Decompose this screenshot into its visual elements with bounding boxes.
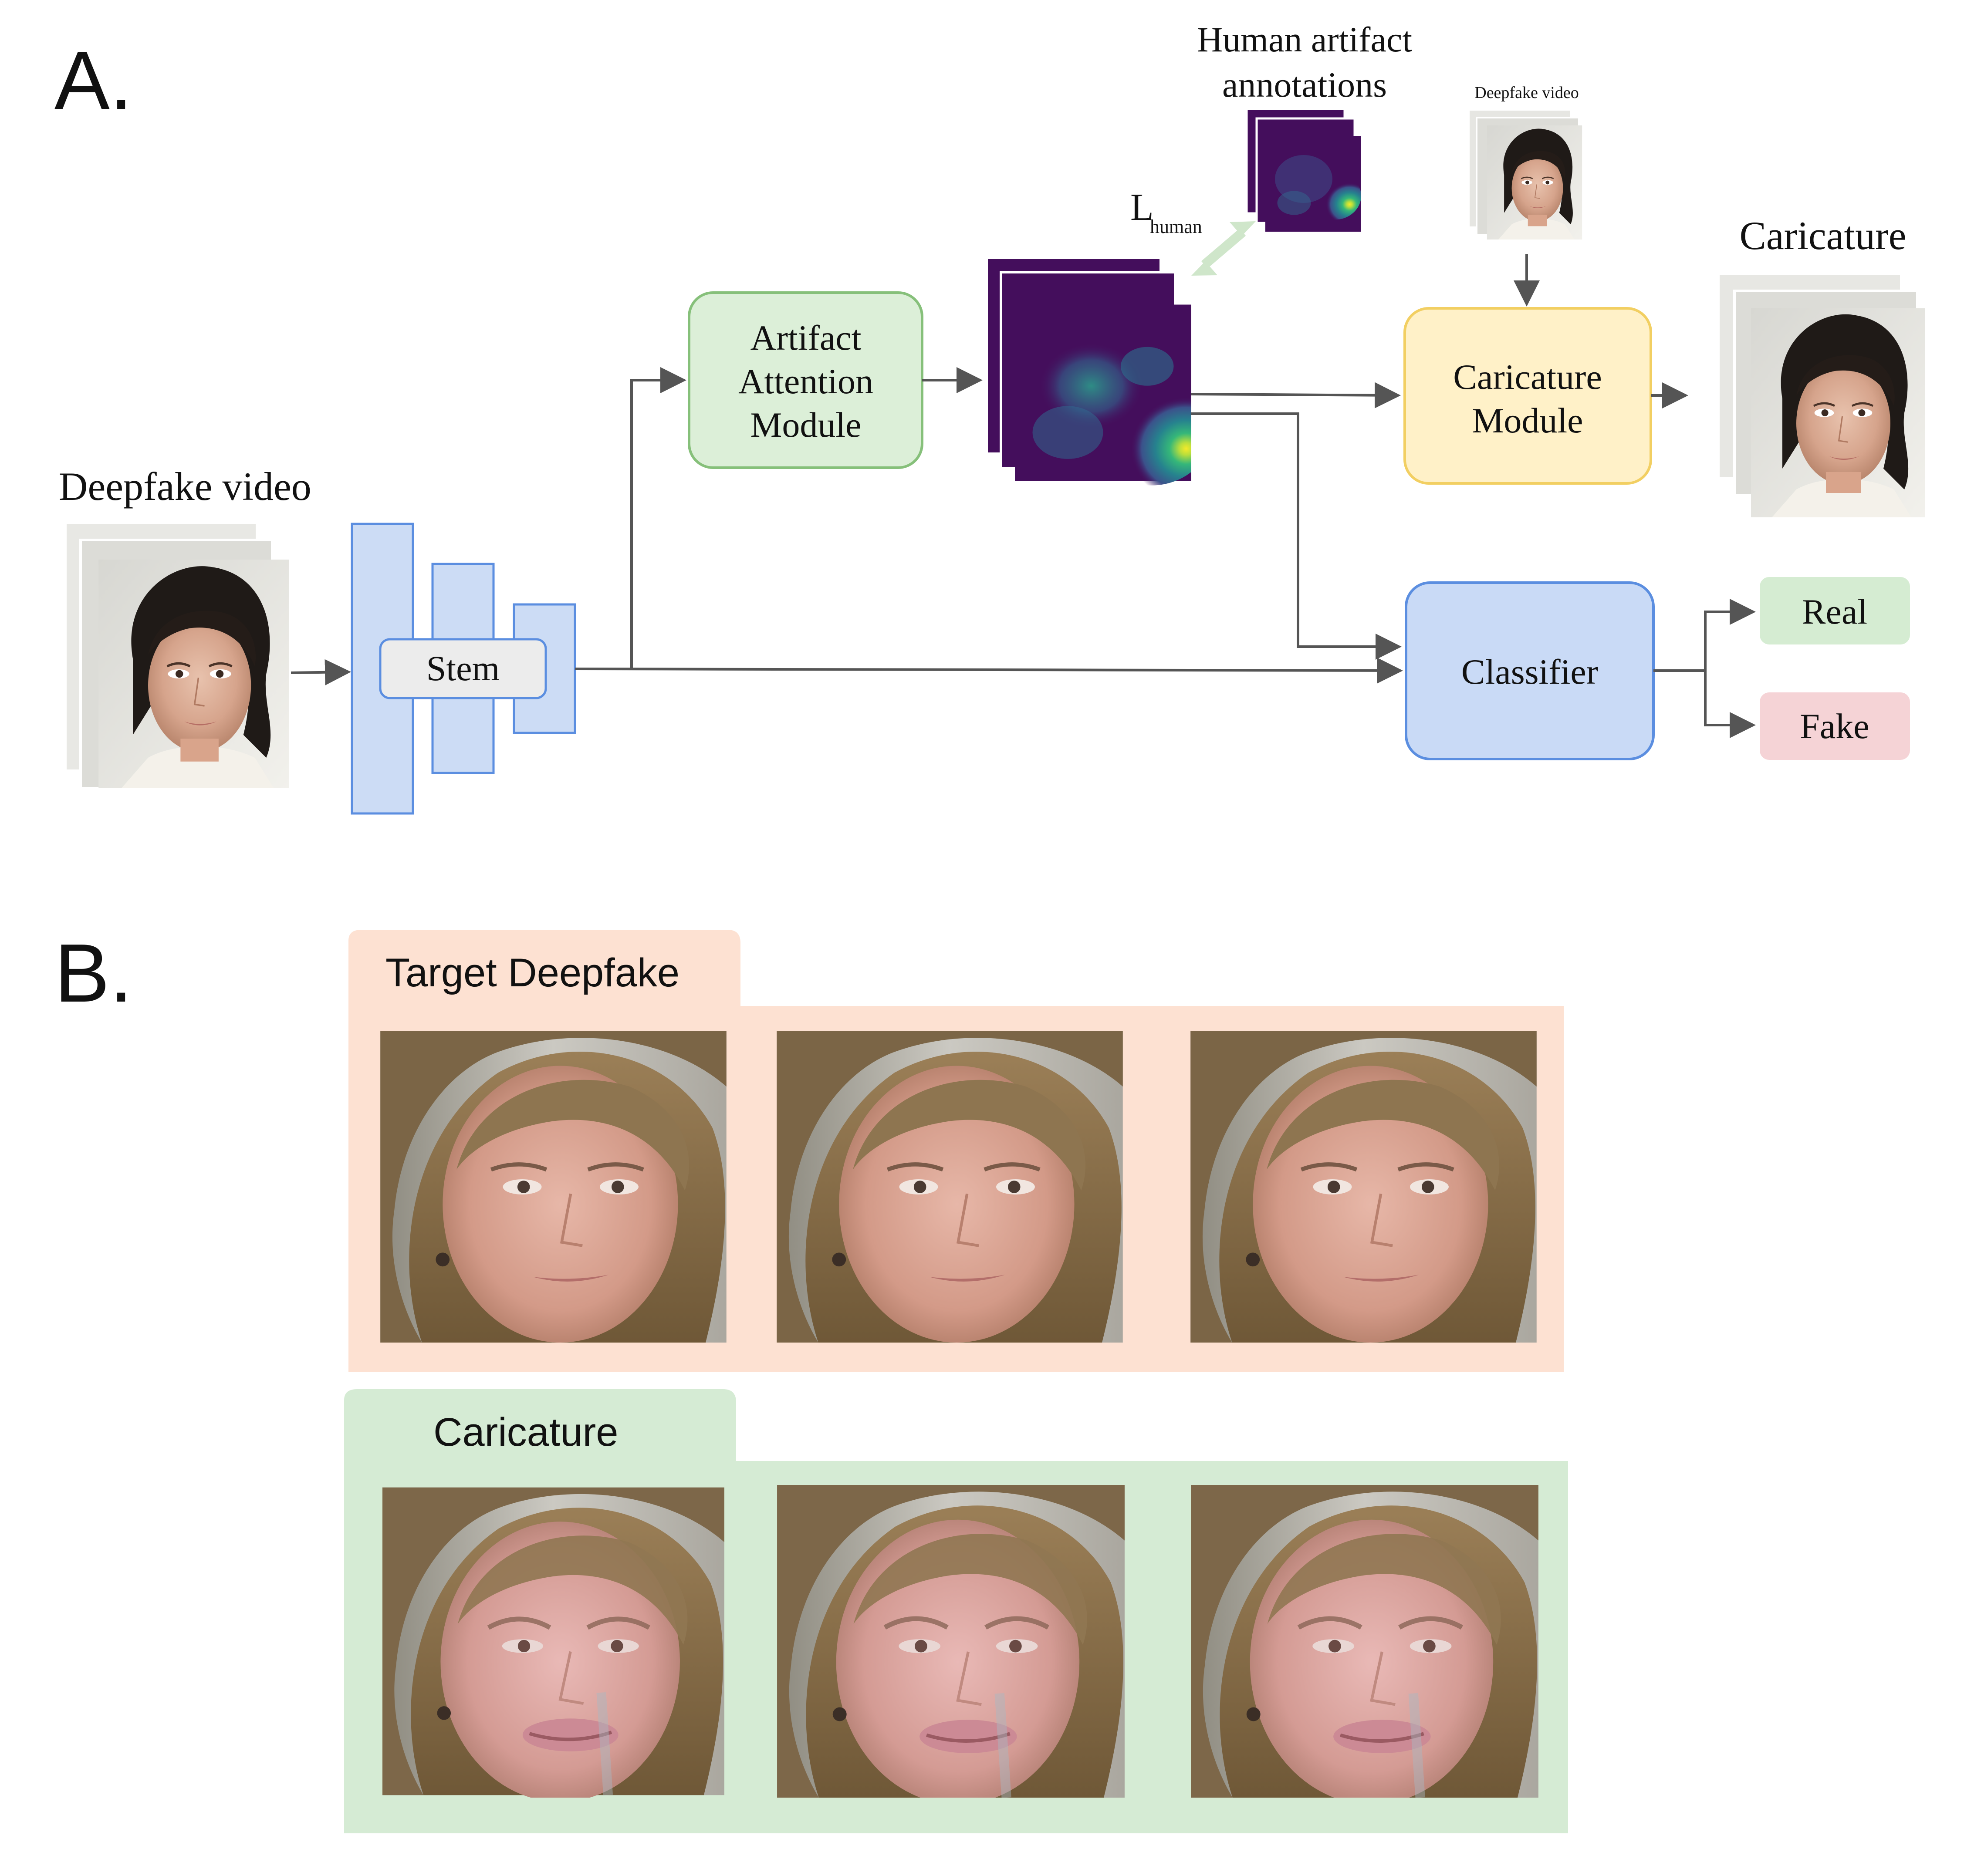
small-video-frames	[1468, 109, 1583, 240]
arrow-heatmap-to-classifier	[1191, 412, 1402, 660]
human-annotations-line2: annotations	[1222, 65, 1387, 105]
arrow-classifier-to-real	[1653, 599, 1756, 672]
caricature-output-frames	[1717, 272, 1925, 517]
loss-subscript: human	[1150, 216, 1202, 237]
caricature-tab-label: Caricature	[433, 1410, 618, 1454]
caricature-output-frame	[1751, 308, 1925, 517]
artifact-attention-module: Artifact Attention Module	[688, 291, 923, 469]
panel-a-label: A.	[54, 34, 133, 127]
caricature-frame-2	[777, 1485, 1125, 1805]
stem-backbone: Stem	[351, 523, 576, 815]
classifier: Classifier	[1405, 581, 1655, 760]
output-real: Real	[1760, 577, 1910, 644]
panel-b: B. Target Deepfake Caricature	[54, 927, 1568, 1833]
stem-box	[379, 638, 547, 699]
target-deepfake-tab-label: Target Deepfake	[385, 951, 679, 995]
arrow-stem-to-attention	[630, 367, 686, 669]
attention-module-line2: Attention	[738, 361, 873, 401]
human-annotations-line1: Human artifact	[1197, 20, 1412, 59]
output-fake: Fake	[1760, 692, 1910, 760]
arrow-stem-to-classifier	[575, 657, 1403, 684]
attention-heatmap-stack	[985, 256, 1191, 486]
arrow-video-to-stem	[291, 659, 351, 685]
small-video-frame	[1486, 125, 1583, 240]
real-label: Real	[1802, 592, 1867, 631]
caricature-frame-1	[382, 1488, 724, 1802]
caricature-panel: Caricature	[344, 1389, 1568, 1833]
loss-symbol: L	[1130, 186, 1154, 229]
target-frame-2	[777, 1031, 1122, 1343]
caricature-module-line2: Module	[1472, 401, 1583, 440]
real-box	[1760, 577, 1910, 644]
input-video-frames	[64, 521, 289, 790]
target-frame-1	[380, 1031, 726, 1343]
target-deepfake-panel: Target Deepfake	[348, 930, 1564, 1372]
human-annotation-heatmap	[1265, 136, 1361, 232]
arrow-heatmap-to-caricature-module	[1191, 382, 1401, 408]
attention-module-line3: Module	[750, 405, 861, 445]
small-deepfake-video-label: Deepfake video	[1474, 84, 1579, 102]
caricature-module-line1: Caricature	[1453, 357, 1602, 397]
fake-box	[1760, 692, 1910, 760]
arrow-classifier-to-fake	[1704, 671, 1756, 738]
caricature-frame-3	[1191, 1485, 1538, 1805]
target-frame-3	[1190, 1031, 1536, 1343]
fake-label: Fake	[1800, 706, 1869, 746]
attention-module-line1: Artifact	[750, 318, 862, 358]
panel-a: A. Deepfake video Stem Artifact Attentio…	[54, 20, 1925, 815]
human-annotation-heatmap-stack	[1245, 108, 1361, 232]
deepfake-video-label: Deepfake video	[59, 464, 311, 509]
loss-double-arrow	[1191, 221, 1256, 276]
caricature-output-label: Caricature	[1739, 213, 1906, 258]
stem-label: Stem	[426, 648, 500, 688]
classifier-label: Classifier	[1461, 652, 1598, 692]
panel-b-label: B.	[54, 927, 133, 1019]
caricature-module: Caricature Module	[1403, 307, 1652, 485]
attention-heatmap	[1015, 304, 1191, 486]
input-video-frame	[98, 560, 289, 788]
